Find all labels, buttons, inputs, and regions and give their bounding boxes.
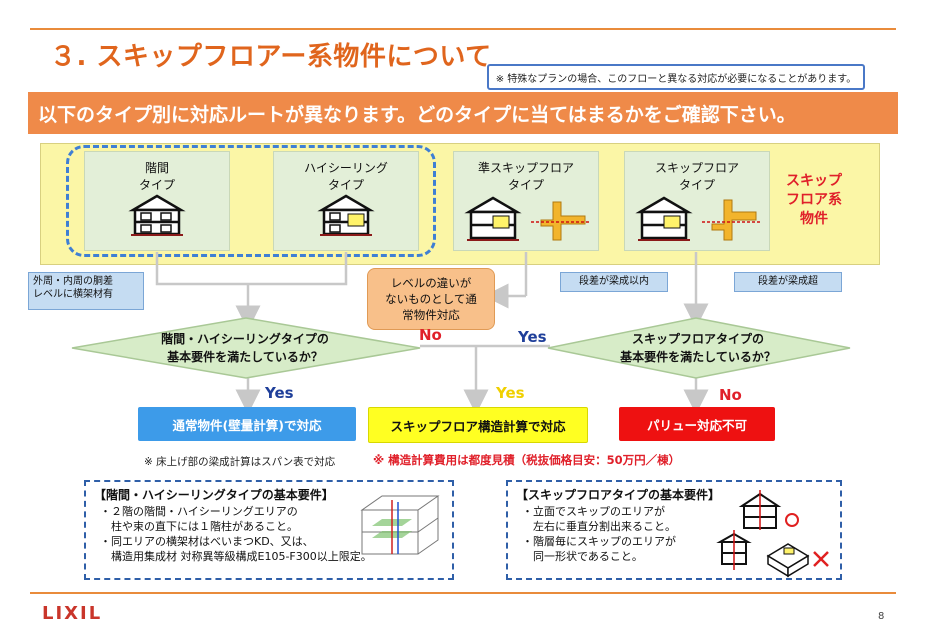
house-icon-semi-skip: [464, 196, 589, 241]
note-step-over: 段差が梁成超: [734, 272, 842, 292]
note-step-within: 段差が梁成以内: [560, 272, 668, 292]
label-yes-right: Yes: [518, 328, 547, 346]
type-label-semi-skip: 準スキップフロア タイプ: [477, 161, 574, 192]
result-normal-wall-calc: 通常物件(壁量計算)で対応: [138, 407, 356, 441]
note-structure-cost: ※ 構造計算費用は都度見積（税抜価格目安：50万円／棟）: [373, 453, 681, 467]
label-yes-center: Yes: [496, 384, 525, 402]
note-treat-as-normal: レベルの違いが ないものとして通 常物件対応: [367, 268, 495, 330]
frame-diagram-icon: [360, 495, 440, 555]
requirements-ceiling-box: 【階間・ハイシーリングタイプの基本要件】 ・２階の階間・ハイシーリングエリアの …: [84, 480, 454, 580]
note-perimeter-beam: 外周・内周の胴差 レベルに横架材有: [28, 272, 144, 310]
requirements-ceiling-text: ・２階の階間・ハイシーリングエリアの 柱や束の直下には１階柱があること。 ・同エ…: [100, 505, 372, 563]
skip-example-icon: [716, 490, 829, 578]
lixil-logo: LIXIL: [42, 603, 103, 624]
label-no-right: No: [719, 386, 742, 404]
page-number: 8: [878, 611, 885, 622]
requirements-ceiling-title: 【階間・ハイシーリングタイプの基本要件】: [94, 488, 334, 502]
type-box-skip: スキップフロア タイプ: [624, 151, 770, 251]
header-rule: [30, 28, 896, 30]
type-box-high-ceiling: ハイシーリング タイプ: [273, 151, 419, 251]
type-label-high-ceiling: ハイシーリング タイプ: [304, 161, 388, 192]
result-value-unavailable: パリュー対応不可: [619, 407, 775, 441]
requirements-skip-box: 【スキップフロアタイプの基本要件】 ・立面でスキップのエリアが 左右に垂直分割出…: [506, 480, 842, 580]
type-label-kaima: 階間 タイプ: [138, 161, 175, 192]
skip-group-label: スキップ フロア系 物件: [786, 173, 842, 227]
type-box-semi-skip: 準スキップフロア タイプ: [453, 151, 599, 251]
house-icon-skip: [635, 196, 760, 241]
decision-right-shape: [547, 317, 851, 379]
requirements-skip-text: ・立面でスキップのエリアが 左右に垂直分割出来ること。 ・階層毎にスキップのエリ…: [522, 505, 676, 563]
requirements-skip-title: 【スキップフロアタイプの基本要件】: [516, 488, 721, 502]
ceiling-type-group: [66, 145, 436, 257]
note-floor-beam: ※ 床上げ部の梁成計算はスパン表で対応: [144, 456, 336, 468]
type-box-kaima: 階間 タイプ: [84, 151, 230, 251]
decision-right-text: スキップフロアタイプの 基本要件を満たしているか？: [620, 332, 776, 364]
label-no-left: No: [419, 326, 442, 344]
type-label-skip: スキップフロア タイプ: [654, 161, 739, 192]
house-icon-kaima: [128, 194, 186, 236]
footer-rule: [30, 592, 896, 594]
decision-left-text: 階間・ハイシーリングタイプの 基本要件を満たしているか？: [161, 332, 329, 364]
instruction-banner: 以下のタイプ別に対応ルートが異なります。どのタイプに当てはまるかをご確認下さい。: [28, 92, 898, 134]
house-icon-high-ceiling: [317, 194, 375, 236]
label-yes-left: Yes: [265, 384, 294, 402]
decision-left-shape: [71, 317, 421, 379]
page-title: ３. スキップフロアー系物件について: [50, 42, 492, 72]
special-plan-note: ※ 特殊なプランの場合、このフローと異なる対応が必要になることがあります。: [487, 64, 865, 90]
result-skip-structure-calc: スキップフロア構造計算で対応: [368, 407, 588, 443]
